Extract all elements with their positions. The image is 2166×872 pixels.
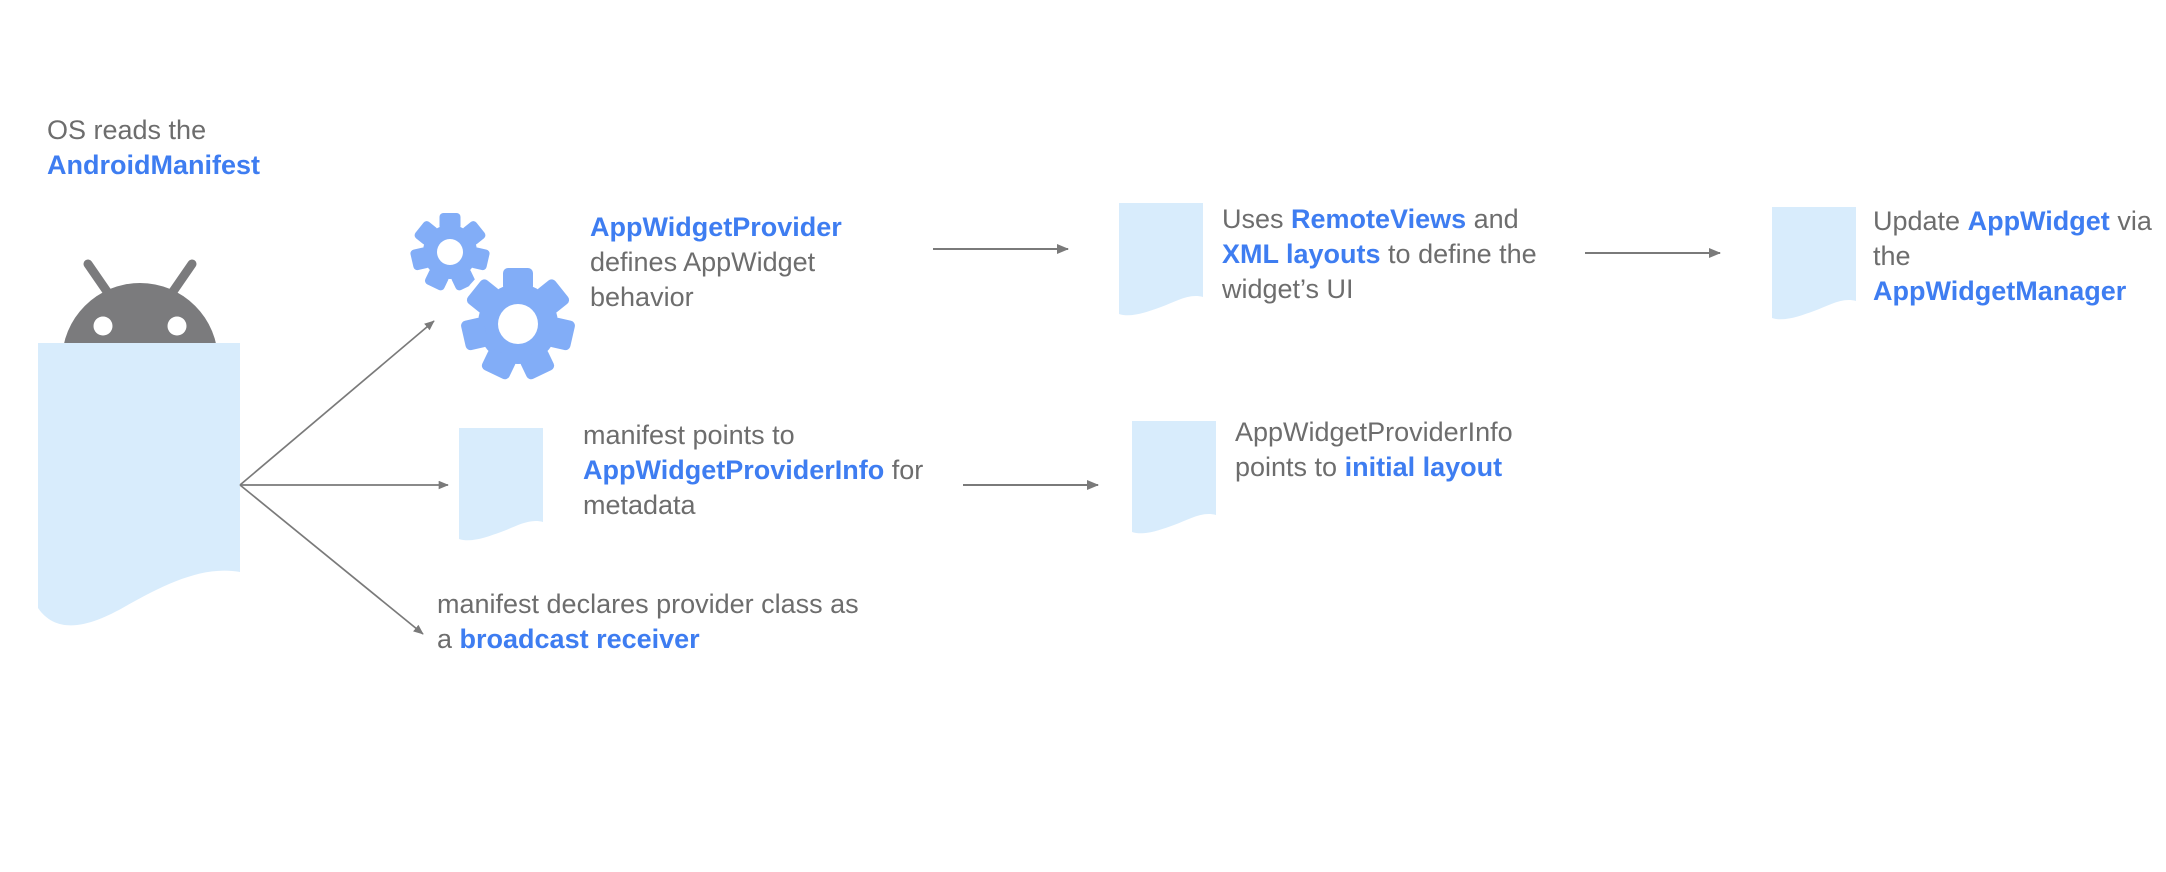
gears-icon [410, 213, 580, 386]
appwidget-link[interactable]: AppWidget [1967, 206, 2110, 236]
arrow-manifest-to-broadcast [239, 484, 424, 635]
android-manifest-link[interactable]: AndroidManifest [47, 150, 260, 180]
update-appwidget-label: Update AppWidget via the AppWidgetManage… [1873, 206, 2152, 306]
broadcast-receiver-link[interactable]: broadcast receiver [459, 624, 700, 654]
os-reads-manifest-label: OS reads the AndroidManifest [47, 113, 260, 183]
document-icon-initial-layout [1132, 421, 1216, 534]
initial-layout-link[interactable]: initial layout [1344, 452, 1503, 482]
document-icon-metadata [459, 428, 543, 541]
appwidgetproviderinfo-link[interactable]: AppWidgetProviderInfo [583, 455, 885, 485]
android-manifest-link-line: AndroidManifest [47, 148, 260, 183]
remoteviews-link[interactable]: RemoteViews [1291, 204, 1467, 234]
arrow-manifest-to-gears [239, 320, 435, 486]
appwidgetprovider-link[interactable]: AppWidgetProvider [590, 212, 842, 242]
manifest-metadata-label: manifest points to AppWidgetProviderInfo… [583, 420, 924, 520]
providerinfo-layout-label: AppWidgetProviderInfo points to initial … [1235, 417, 1513, 482]
manifest-document-icon [38, 343, 240, 626]
broadcast-receiver-label: manifest declares provider class as a br… [437, 589, 859, 654]
document-icon-remoteviews [1119, 203, 1203, 316]
os-reads-line: OS reads the [47, 115, 207, 145]
xml-layouts-link[interactable]: XML layouts [1222, 239, 1381, 269]
remoteviews-label: Uses RemoteViews and XML layouts to defi… [1222, 204, 1537, 304]
appwidgetprovider-label: AppWidgetProvider defines AppWidget beha… [590, 212, 842, 312]
appwidgetmanager-link[interactable]: AppWidgetManager [1873, 276, 2127, 306]
document-icon-update [1772, 207, 1856, 320]
